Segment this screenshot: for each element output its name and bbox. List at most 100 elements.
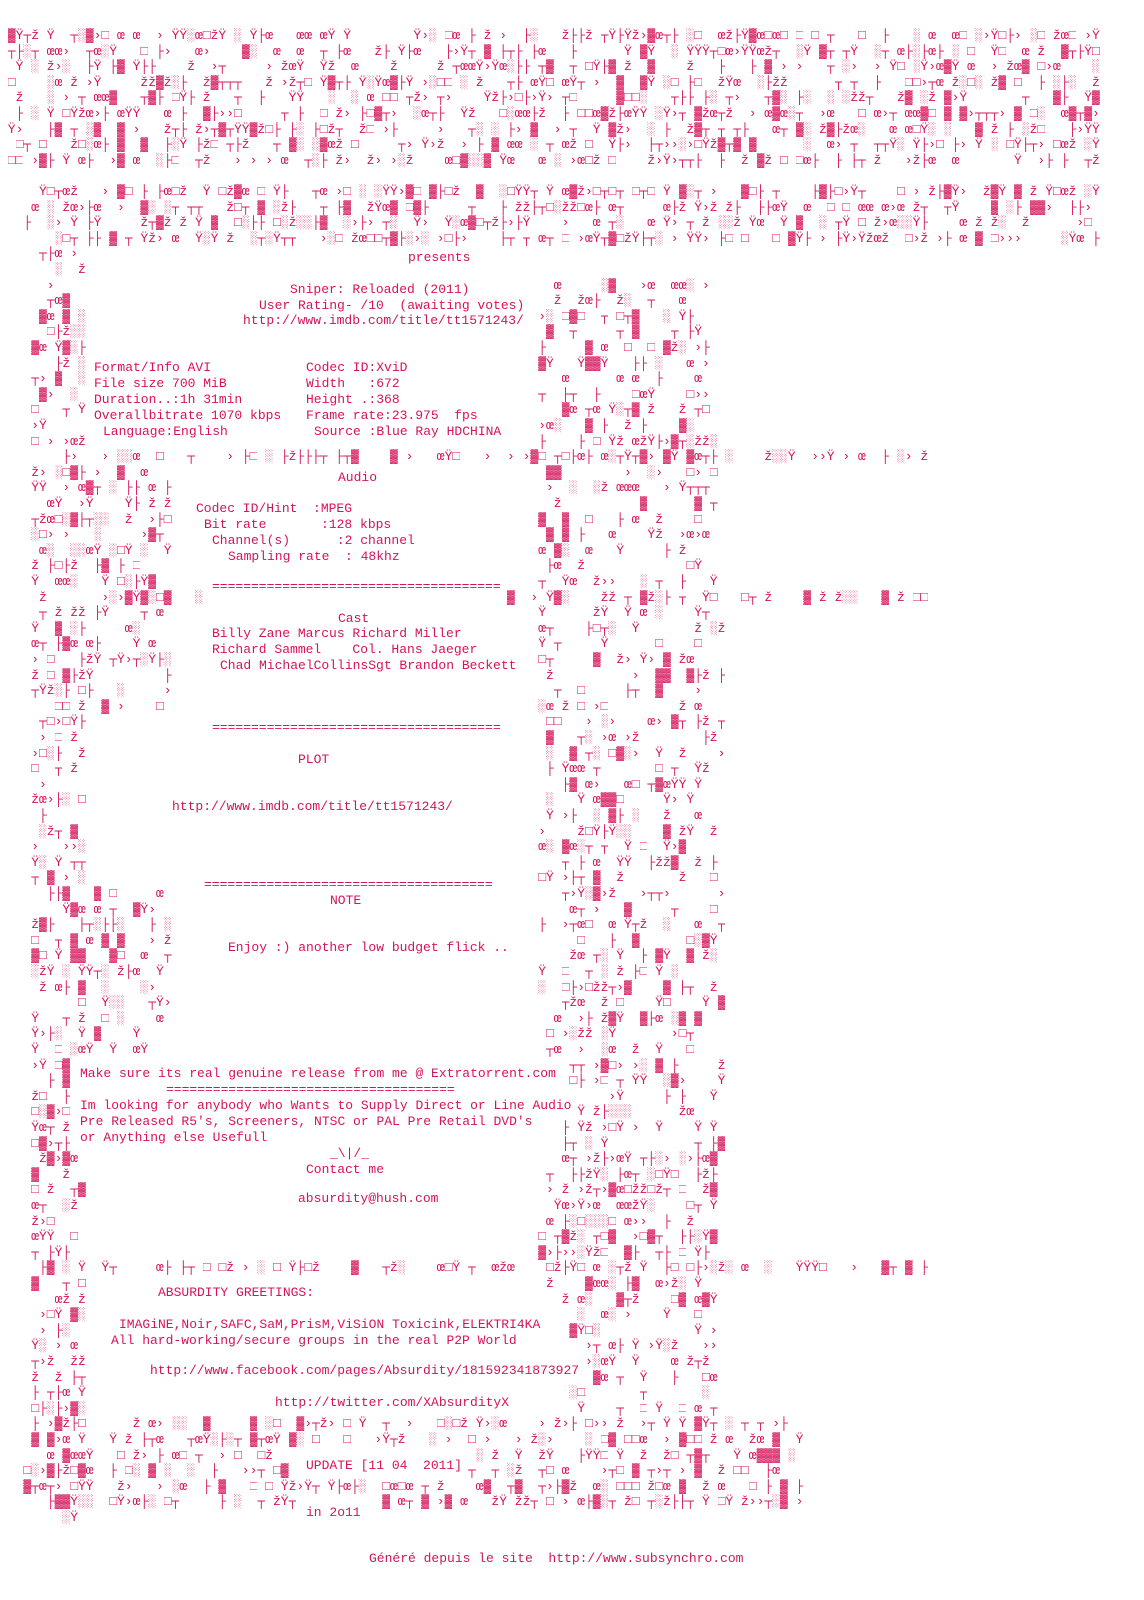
ascii-art-run: □	[780, 152, 788, 168]
ascii-art-run: žž┬	[514, 1494, 539, 1510]
contact-email[interactable]: absurdity@hush.com	[298, 1191, 439, 1206]
ascii-art-run: ▓	[117, 932, 125, 948]
ascii-art-run: œ	[717, 1478, 726, 1494]
ascii-art-run: ▓œ	[592, 1369, 609, 1385]
ascii-art-run: œ	[1021, 43, 1030, 59]
facebook-link[interactable]: http://www.facebook.com/pages/Absurdity/…	[150, 1363, 580, 1378]
ascii-art-run: Ÿ░Ÿœ▓├Ÿ	[358, 74, 414, 90]
ascii-art-run: Ÿ	[631, 620, 640, 636]
ascii-art-run: ›□▓┬	[631, 1229, 663, 1245]
ascii-art-run: ▓□	[109, 948, 125, 964]
ascii-art-run: Ÿ	[663, 1307, 671, 1323]
ascii-art-run: ž	[148, 496, 156, 511]
ascii-art-run: œŸ┬	[561, 74, 585, 90]
imdb-link[interactable]: http://www.imdb.com/title/tt1571243/	[243, 313, 524, 328]
ascii-art-run: œœ	[296, 28, 312, 43]
ascii-art-run: ž□░œ├	[70, 137, 110, 153]
ascii-art-run: ┬┬	[70, 854, 86, 870]
ascii-art-run: ž░░	[834, 589, 858, 605]
ascii-art-run: ›	[234, 152, 242, 168]
twitter-link[interactable]: http://twitter.com/XAbsurdityX	[275, 1395, 510, 1410]
ascii-art-run: ▓›├››░Ÿž□	[538, 1244, 609, 1260]
ascii-art-run: ┬├	[507, 74, 523, 90]
ascii-art-run: žœ□□┬▓├░›░	[351, 230, 429, 246]
ascii-art-run: □	[709, 870, 718, 886]
ascii-art-run: œ	[140, 948, 149, 964]
ascii-art-run: ▓	[31, 1166, 39, 1182]
ascii-art-run: ░	[70, 386, 78, 402]
ascii-art-run: ┬	[163, 948, 172, 964]
ascii-art-run: □	[655, 636, 663, 652]
ascii-art-run: □	[257, 184, 266, 199]
ascii-art-run: Ÿ▓œ	[62, 901, 86, 917]
ascii-art-run: Ÿ	[15, 59, 24, 75]
ascii-art-run: □	[897, 184, 905, 199]
ascii-art-run: ›├	[382, 121, 398, 137]
ascii-art-run: ┬	[319, 43, 328, 59]
ascii-art-run: ž	[1092, 74, 1100, 90]
plot-imdb-link[interactable]: http://www.imdb.com/title/tt1571243/	[172, 799, 453, 814]
ascii-art-run: □	[234, 1447, 242, 1463]
ascii-art-run: □	[319, 106, 328, 121]
ascii-art-run: Ÿ	[546, 808, 554, 823]
ascii-art-run: Ÿ	[600, 1135, 609, 1151]
ascii-art-run: ░›	[140, 979, 156, 995]
ascii-art-run: □	[678, 1400, 687, 1416]
ascii-art-run: □	[709, 464, 718, 480]
ascii-art-run: Ÿ›░œ	[475, 1416, 507, 1432]
ascii-art-run: ├	[795, 1478, 804, 1494]
ascii-art-run: œ░┬Ÿ┬▓›	[600, 449, 656, 465]
ascii-art-run: ░	[647, 121, 656, 137]
ascii-art-run: œœžŸ░	[616, 1198, 656, 1213]
ascii-art-run: ░	[78, 870, 86, 886]
ascii-art-run: ├	[717, 667, 726, 683]
ascii-art-run: □	[546, 1494, 554, 1510]
ascii-art-run: ›Ÿ	[31, 1057, 47, 1073]
ascii-art-run: ├	[639, 418, 648, 433]
ascii-art-run: ├	[210, 1463, 219, 1479]
ascii-art-run: ░□›	[31, 527, 55, 543]
ascii-art-run: ├›Ÿ┬	[444, 43, 476, 59]
language: Language:English	[103, 424, 228, 439]
ascii-art-run: ░	[764, 1260, 773, 1276]
ascii-art-run: ›	[624, 464, 632, 480]
ascii-art-run: ├œ	[764, 1463, 780, 1479]
ascii-art-run: ├▓	[561, 776, 578, 792]
ascii-art-run: ┬Ÿ	[834, 215, 851, 231]
ascii-art-run: □░□ž	[436, 1416, 468, 1432]
ascii-art-run: ▓	[31, 1432, 39, 1447]
ascii-art-run: ▓	[117, 464, 125, 480]
ascii-art-run: ┬	[468, 1463, 476, 1479]
ascii-art-run: œ┬	[538, 620, 554, 636]
ascii-art-run: ░	[819, 215, 827, 231]
ascii-art-run: ┬	[694, 1135, 702, 1151]
ascii-art-run: žŸ	[678, 823, 695, 839]
ascii-art-run: ž	[163, 496, 172, 511]
ascii-art-run: ›	[819, 230, 827, 246]
ascii-art-run: ├	[592, 386, 601, 402]
ascii-art-run: ž	[678, 402, 687, 418]
ascii-art-run: ›	[62, 90, 71, 106]
ascii-art-run: □	[538, 1229, 546, 1245]
ascii-art-run: Ÿ├œ	[249, 28, 273, 43]
ascii-art-run: ░Ÿ›┬	[655, 106, 687, 121]
ascii-art-run: ░░ž	[717, 215, 741, 231]
ascii-art-run: ░├░	[1053, 74, 1077, 90]
ascii-art-run: ░	[460, 74, 468, 90]
ascii-art-run: ├	[538, 433, 546, 449]
ascii-art-run: ▓ž░	[663, 340, 687, 355]
ascii-art-run: ▓□□	[678, 1432, 702, 1447]
ascii-art-run: ├	[15, 106, 24, 121]
ascii-art-run: □	[39, 137, 47, 153]
ascii-art-run: ├	[1092, 230, 1100, 246]
ascii-art-run: ▓	[975, 121, 983, 137]
ascii-art-run: ░	[912, 28, 921, 43]
ascii-art-run: ░□┬	[54, 230, 78, 246]
ascii-art-run: žœ›├░	[31, 792, 71, 808]
ascii-art-run: ž	[686, 1213, 695, 1229]
ascii-art-run: Ÿ	[202, 184, 211, 199]
ascii-art-run: ├├▓	[46, 886, 71, 901]
ascii-art-run: ▓├››□	[202, 106, 242, 121]
ascii-art-run: ├›	[156, 43, 172, 59]
audio-codec: Codec ID/Hint :MPEG	[196, 501, 353, 516]
